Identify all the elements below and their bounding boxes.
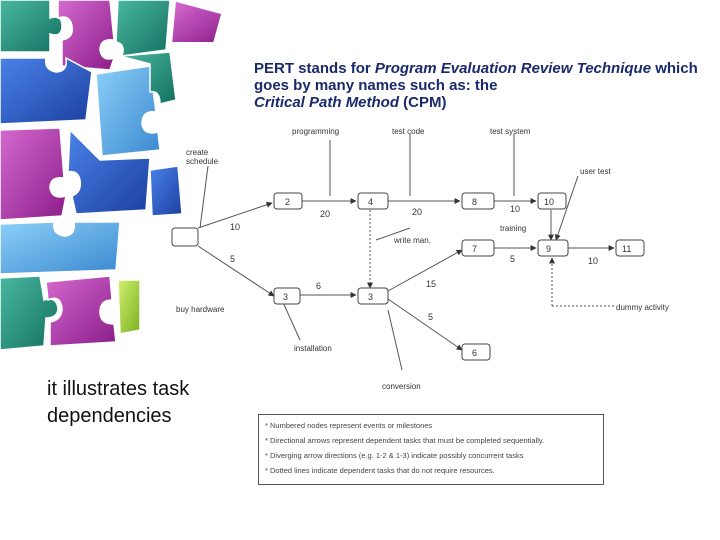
page-title: PERT stands for Program Evaluation Revie… bbox=[254, 60, 698, 111]
duration-1-3: 5 bbox=[230, 254, 235, 264]
legend-line: * Diverging arrow directions (e.g. 1-2 &… bbox=[265, 451, 524, 460]
duration-8-10: 10 bbox=[510, 204, 520, 214]
node-8 bbox=[461, 192, 495, 210]
duration-9-11: 10 bbox=[588, 256, 598, 266]
node-10 bbox=[537, 192, 567, 210]
label-test-code: test code bbox=[392, 127, 425, 136]
node-3a-label: 3 bbox=[283, 292, 288, 302]
label-programming: programming bbox=[292, 127, 339, 136]
puzzle-decoration bbox=[0, 0, 223, 351]
label-conversion: conversion bbox=[382, 382, 421, 391]
legend-line: * Dotted lines indicate dependent tasks … bbox=[265, 466, 495, 475]
label-training: training bbox=[500, 224, 526, 233]
duration-1-2: 10 bbox=[230, 222, 240, 232]
side-caption: it illustrates task dependencies bbox=[47, 378, 190, 427]
node-9 bbox=[537, 239, 569, 257]
node-6 bbox=[461, 343, 491, 361]
label-installation: installation bbox=[294, 344, 332, 353]
node-3a bbox=[273, 287, 301, 305]
label-test-system: test system bbox=[490, 127, 531, 136]
node-7 bbox=[461, 239, 495, 257]
duration-3-7: 15 bbox=[426, 279, 436, 289]
legend-line: * Directional arrows represent dependent… bbox=[265, 436, 545, 445]
duration-2-4: 20 bbox=[320, 209, 330, 219]
node-1 bbox=[171, 227, 199, 247]
duration-3-6: 5 bbox=[428, 312, 433, 322]
label-write-man: write man. bbox=[393, 236, 431, 245]
label-user-test: user test bbox=[580, 167, 611, 176]
label-buy-hardware: buy hardware bbox=[176, 305, 225, 314]
node-11 bbox=[615, 239, 645, 257]
duration-3-3: 6 bbox=[316, 281, 321, 291]
node-11-label: 11 bbox=[622, 244, 631, 254]
node-2-label: 2 bbox=[285, 197, 290, 207]
duration-4-8: 20 bbox=[412, 207, 422, 217]
node-2 bbox=[273, 192, 303, 210]
node-7-label: 7 bbox=[472, 244, 477, 254]
node-4-label: 4 bbox=[368, 197, 373, 207]
label-dummy-activity: dummy activity bbox=[616, 303, 669, 312]
legend-line: * Numbered nodes represent events or mil… bbox=[265, 421, 433, 430]
label-create: create bbox=[186, 148, 209, 157]
node-9-label: 9 bbox=[546, 244, 551, 254]
legend-box: * Numbered nodes represent events or mil… bbox=[258, 414, 604, 485]
node-8-label: 8 bbox=[472, 197, 477, 207]
node-10-label: 10 bbox=[544, 197, 554, 207]
node-4 bbox=[357, 192, 389, 210]
duration-7-9: 5 bbox=[510, 254, 515, 264]
node-3b bbox=[357, 287, 389, 305]
node-6-label: 6 bbox=[472, 348, 477, 358]
label-schedule: schedule bbox=[186, 157, 219, 166]
node-3b-label: 3 bbox=[368, 292, 373, 302]
